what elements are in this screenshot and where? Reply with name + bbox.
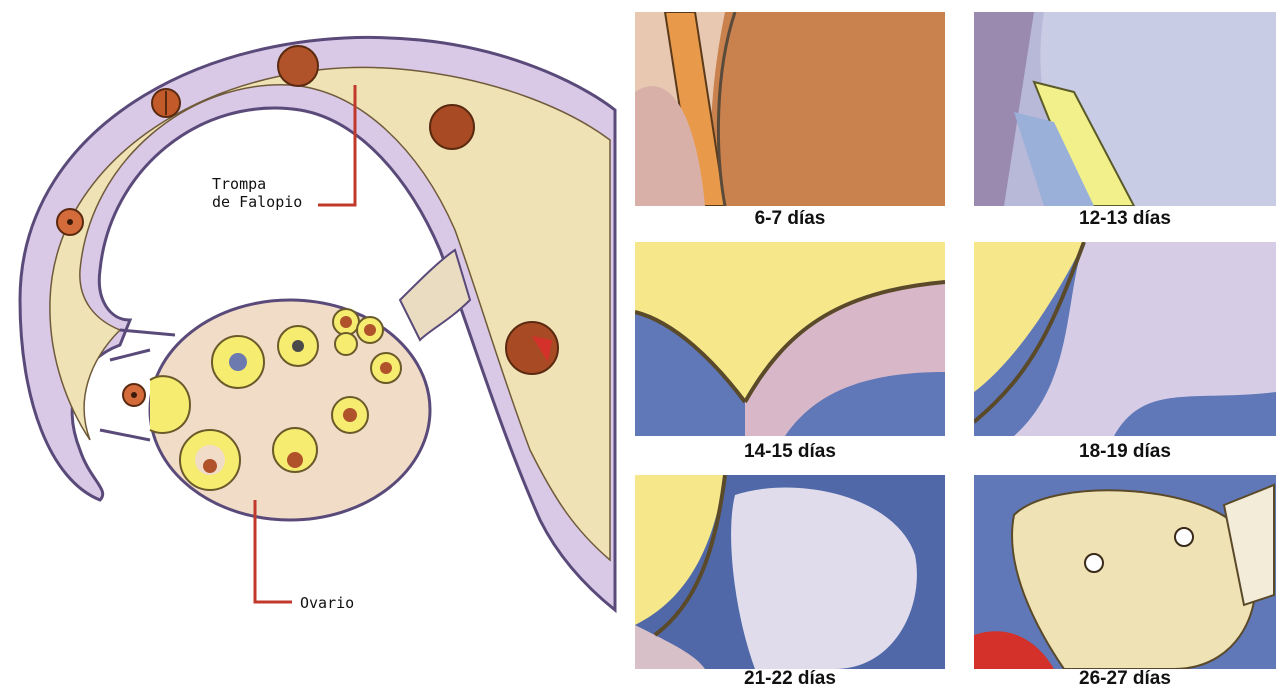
follicle (340, 316, 352, 328)
tube-label-line2: de Falopio (212, 193, 302, 211)
stage-illustration (635, 12, 945, 206)
follicle (335, 333, 357, 355)
follicle (287, 452, 303, 468)
follicle (203, 459, 217, 473)
fallopian-tube-diagram (0, 0, 620, 694)
stage-illustration (974, 12, 1276, 206)
embryo-stage (67, 219, 73, 225)
follicle (343, 408, 357, 422)
tube-label-line1: Trompa (212, 175, 266, 193)
stage-illustration (974, 242, 1276, 436)
stage-caption-18-19: 18-19 días (970, 441, 1280, 463)
follicle (380, 362, 392, 374)
ruptured-follicle (150, 376, 190, 433)
follicle (364, 324, 376, 336)
ovary-label: Ovario (300, 594, 354, 612)
stage-illustration (974, 475, 1276, 669)
ovum-nucleus (131, 392, 137, 398)
stage-caption-12-13: 12-13 días (970, 208, 1280, 230)
stage-illustration (635, 475, 945, 669)
stage-caption-26-27: 26-27 días (970, 668, 1280, 690)
embryo-stage (430, 105, 474, 149)
stage-caption-6-7: 6-7 días (635, 208, 945, 230)
stage-caption-21-22: 21-22 días (635, 668, 945, 690)
stage-caption-14-15: 14-15 días (635, 441, 945, 463)
stage-panel-6-7 (635, 12, 945, 206)
follicle (292, 340, 304, 352)
stage-illustration (635, 242, 945, 436)
stage-panel-14-15 (635, 242, 945, 436)
stage-panel-18-19 (974, 242, 1276, 436)
embryo-stage (278, 46, 318, 86)
stage-panel-21-22 (635, 475, 945, 669)
ovarian-ligament (400, 250, 470, 340)
stage-panel-12-13 (974, 12, 1276, 206)
follicle (229, 353, 247, 371)
stage-panel-26-27 (974, 475, 1276, 669)
